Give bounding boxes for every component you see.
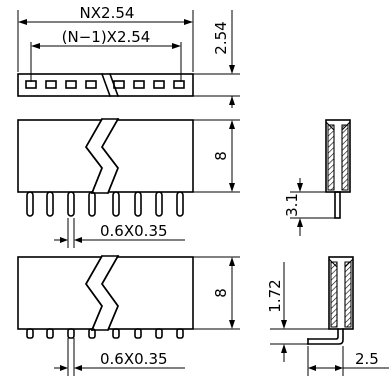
height-body-label-2: 8	[212, 288, 230, 298]
height-body-label-1: 8	[212, 151, 230, 161]
strip-body	[17, 73, 194, 97]
side-view-smt: 1.72 2.5	[266, 256, 389, 376]
side-body-2	[328, 256, 354, 330]
pin-size-label-2: 0.6X0.35	[100, 350, 168, 368]
pins-smt	[26, 328, 184, 339]
height-top-label: 2.54	[212, 21, 230, 54]
side-view-straight: 3.1	[283, 119, 351, 236]
pin-size-label-1: 0.6X0.35	[100, 222, 168, 240]
pins-straight	[26, 191, 184, 217]
n1-pitch-label: (N−1)X2.54	[62, 28, 151, 46]
front-view-straight: 0.6X0.35 8	[17, 117, 240, 248]
bend-length-label: 2.5	[355, 350, 379, 368]
pin-length-label: 3.1	[283, 193, 301, 217]
top-view: NX2.54 (N−1)X2.54 2.54	[17, 4, 240, 108]
bend-height-label: 1.72	[266, 279, 284, 312]
front-view-smt: 0.6X0.35 8	[17, 254, 240, 376]
strip-holes	[25, 80, 185, 89]
nx-pitch-label: NX2.54	[80, 4, 135, 22]
